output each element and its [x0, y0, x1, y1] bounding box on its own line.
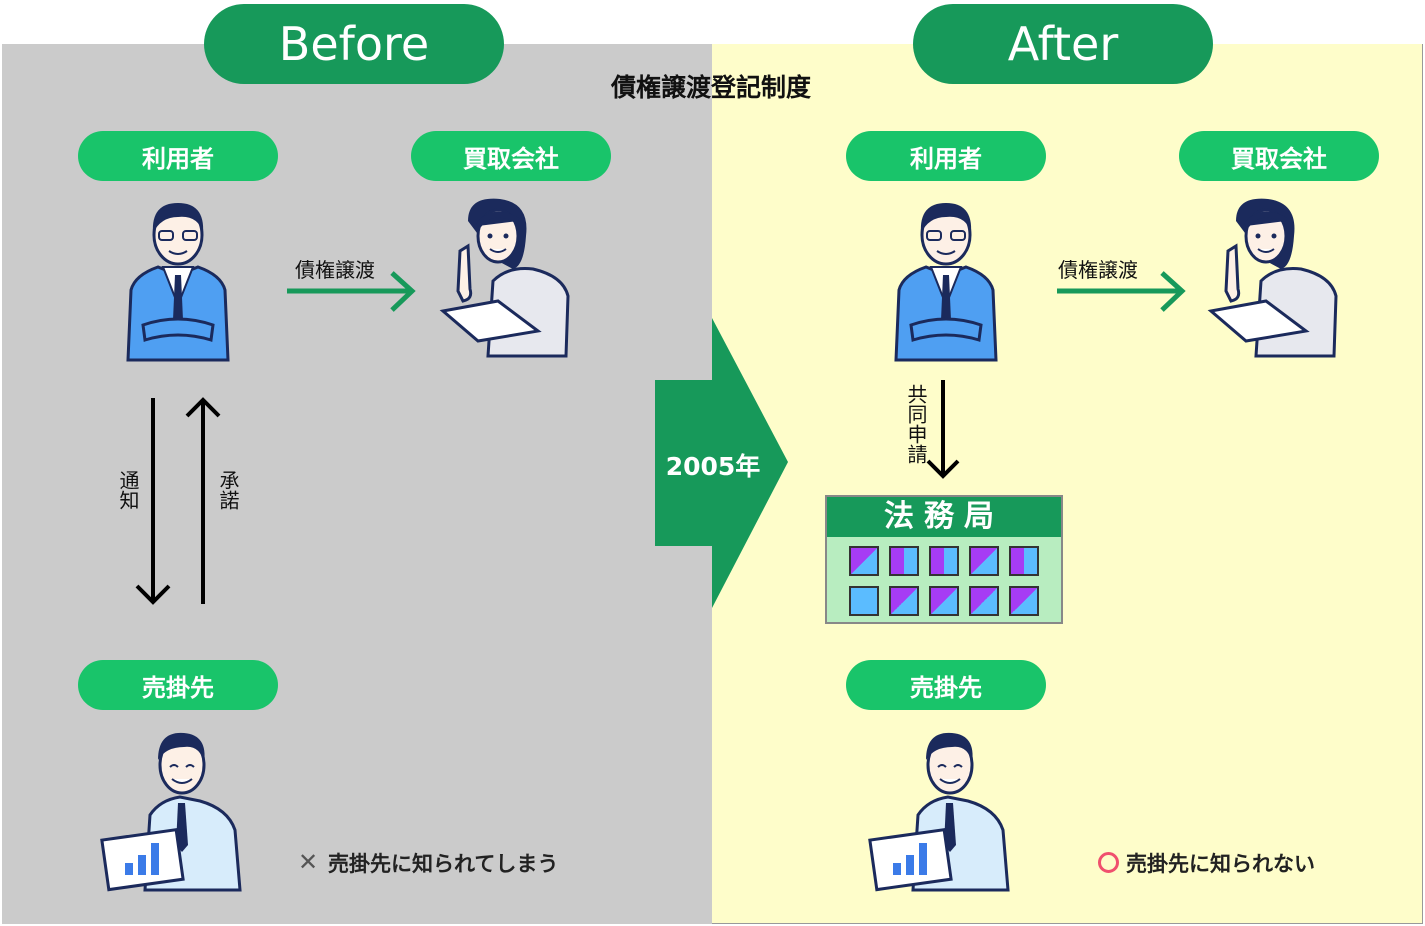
window	[969, 546, 999, 576]
joint-application-arrow	[926, 380, 960, 479]
transition-arrow	[655, 318, 788, 608]
window	[889, 586, 919, 616]
after-label: After	[913, 4, 1213, 84]
circle-icon	[1098, 852, 1119, 873]
diagram-title: 債権譲渡登記制度	[610, 73, 811, 102]
transition-year: 2005年	[665, 452, 761, 481]
legal-affairs-bureau: 法務局	[825, 495, 1063, 624]
before-user-pill: 利用者	[78, 131, 278, 181]
before-user-illustration	[123, 195, 233, 365]
before-panel	[2, 44, 712, 924]
window	[849, 546, 879, 576]
before-buyer-pill: 買取会社	[411, 131, 611, 181]
before-result: 売掛先に知られてしまう	[328, 852, 559, 876]
joint-application-label: 共同申請	[904, 384, 928, 464]
after-buyer-illustration	[1206, 190, 1346, 362]
before-debtor-illustration	[100, 725, 250, 895]
after-user-pill: 利用者	[846, 131, 1046, 181]
notify-consent-arrows	[135, 397, 221, 605]
window	[929, 546, 959, 576]
bureau-windows	[827, 537, 1061, 616]
before-label: Before	[204, 4, 504, 84]
after-debtor-pill: 売掛先	[846, 660, 1046, 710]
window	[929, 586, 959, 616]
after-debtor-illustration	[868, 725, 1018, 895]
after-transfer-label: 債権譲渡	[1058, 258, 1138, 282]
window	[849, 586, 879, 616]
bureau-name: 法務局	[827, 497, 1061, 537]
before-buyer-illustration	[438, 190, 578, 362]
window	[1009, 546, 1039, 576]
before-transfer-arrow	[287, 271, 416, 312]
after-buyer-pill: 買取会社	[1179, 131, 1379, 181]
before-transfer-label: 債権譲渡	[295, 258, 375, 282]
cross-icon: ✕	[298, 848, 319, 876]
after-transfer-arrow	[1057, 271, 1186, 312]
after-panel	[712, 44, 1423, 924]
before-debtor-pill: 売掛先	[78, 660, 278, 710]
notify-label: 通知	[116, 470, 140, 510]
window	[1009, 586, 1039, 616]
after-user-illustration	[891, 195, 1001, 365]
window	[969, 586, 999, 616]
after-result: 売掛先に知られない	[1126, 852, 1315, 876]
window	[889, 546, 919, 576]
consent-label: 承諾	[216, 470, 240, 510]
